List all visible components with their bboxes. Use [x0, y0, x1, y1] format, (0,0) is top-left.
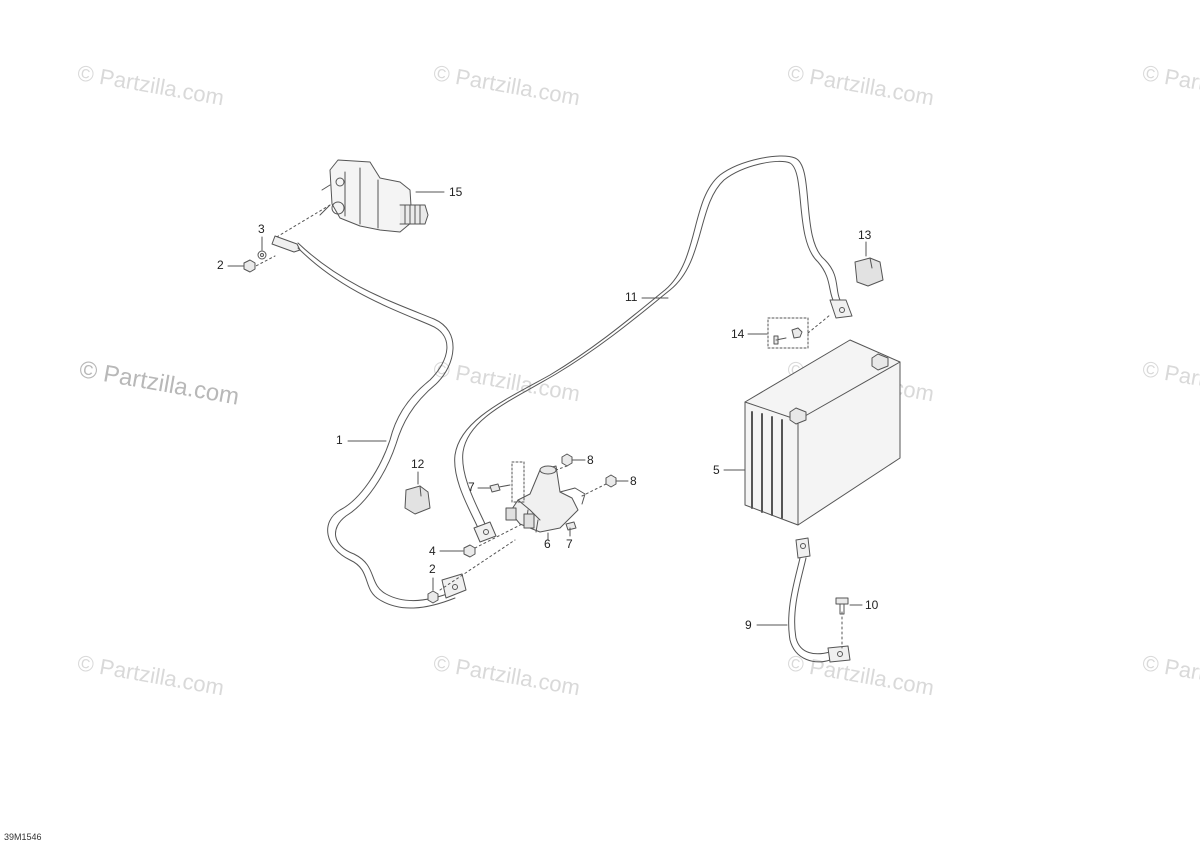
callout-8[interactable]: 8 — [587, 453, 594, 467]
washer[interactable] — [257, 250, 267, 260]
callout-11[interactable]: 11 — [625, 290, 638, 304]
nut[interactable] — [243, 259, 256, 273]
assembly-dotted-line — [251, 255, 276, 269]
callout-2[interactable]: 2 — [217, 258, 224, 272]
assembly-dotted-line — [807, 314, 831, 334]
assembly-dotted-line — [555, 465, 568, 471]
callout-1[interactable]: 1 — [336, 433, 343, 447]
callout-5[interactable]: 5 — [713, 463, 720, 477]
ground-cable[interactable] — [788, 537, 851, 663]
screw[interactable] — [565, 521, 577, 537]
callout-12[interactable]: 12 — [411, 457, 425, 471]
nut-small[interactable] — [463, 544, 476, 558]
callout-10[interactable]: 10 — [865, 598, 879, 612]
nut-solenoid[interactable] — [605, 474, 617, 488]
diagram-code: 39M1546 — [4, 832, 42, 842]
starter-solenoid[interactable] — [505, 465, 586, 533]
battery[interactable] — [744, 339, 901, 526]
starter-motor[interactable] — [319, 159, 429, 233]
bolt[interactable] — [835, 597, 849, 615]
callout-9[interactable]: 9 — [745, 618, 752, 632]
callout-7[interactable]: 7 — [566, 537, 573, 551]
callout-7[interactable]: 7 — [468, 480, 475, 494]
nut[interactable] — [427, 590, 439, 604]
assembly-dotted-line — [581, 483, 607, 497]
terminal-hardware-kit[interactable] — [767, 317, 809, 349]
callout-13[interactable]: 13 — [858, 228, 872, 242]
callout-2[interactable]: 2 — [429, 562, 436, 576]
terminal-cover-13[interactable] — [854, 257, 884, 287]
positive-cable[interactable] — [454, 155, 853, 543]
callout-15[interactable]: 15 — [449, 185, 463, 199]
assembly-dotted-line — [439, 539, 516, 591]
assembly-dotted-line — [511, 461, 525, 503]
callout-4[interactable]: 4 — [429, 544, 436, 558]
nut-solenoid[interactable] — [561, 453, 573, 467]
callout-3[interactable]: 3 — [258, 222, 265, 236]
screw[interactable] — [489, 483, 511, 493]
cable-starter-to-solenoid[interactable] — [271, 235, 467, 609]
callout-6[interactable]: 6 — [544, 537, 551, 551]
assembly-dotted-line — [274, 204, 331, 239]
terminal-cover-12[interactable] — [404, 485, 431, 515]
callout-14[interactable]: 14 — [731, 327, 745, 341]
callout-8[interactable]: 8 — [630, 474, 637, 488]
